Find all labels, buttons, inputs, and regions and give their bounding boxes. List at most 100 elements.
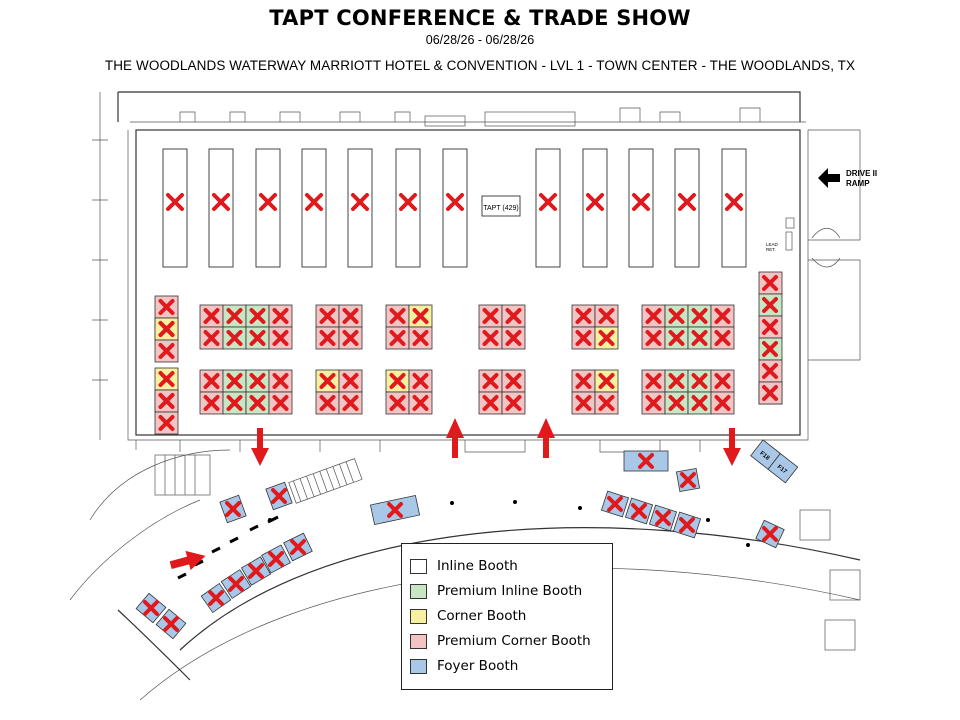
sold-x-icon: [598, 330, 615, 346]
sold-x-icon: [248, 563, 264, 579]
sold-x-icon: [226, 395, 243, 411]
sold-x-icon: [482, 395, 499, 411]
sold-x-icon: [290, 539, 306, 555]
sold-x-icon: [505, 395, 522, 411]
sold-x-icon: [762, 526, 778, 542]
sold-x-icon: [714, 395, 731, 411]
arrow-right-icon: [169, 550, 206, 571]
legend-item-corner: Corner Booth: [410, 606, 526, 626]
arrow-up-icon: [446, 418, 464, 458]
legend-label: Premium Corner Booth: [437, 633, 591, 649]
sold-x-icon: [203, 330, 220, 346]
sold-x-icon: [482, 330, 499, 346]
sold-x-icon: [203, 373, 220, 389]
sold-x-icon: [762, 275, 778, 291]
sold-x-icon: [691, 373, 708, 389]
sold-x-icon: [412, 308, 429, 324]
legend-swatch: [410, 558, 427, 574]
sold-x-icon: [389, 373, 406, 389]
sold-x-icon: [762, 297, 778, 313]
sold-x-icon: [645, 308, 662, 324]
sold-x-icon: [412, 395, 429, 411]
sold-x-icon: [645, 373, 662, 389]
sold-x-icon: [645, 330, 662, 346]
arrow-down-icon: [723, 428, 741, 466]
sold-x-icon: [389, 330, 406, 346]
foyer-walls: [69, 449, 861, 701]
sold-x-icon: [586, 193, 604, 211]
event-dates: 06/28/26 - 06/28/26: [425, 33, 535, 47]
sold-x-icon: [714, 308, 731, 324]
sold-x-icon: [226, 330, 243, 346]
sold-x-icon: [668, 330, 685, 346]
legend-swatch: [410, 608, 427, 624]
page-title: TAPT CONFERENCE & TRADE SHOW: [269, 6, 691, 30]
legend-item-premium-inline: Premium Inline Booth: [410, 581, 582, 601]
sold-x-icon: [225, 501, 241, 517]
sold-x-icon: [342, 373, 359, 389]
lead-retrieval-label-2: RET.: [766, 247, 776, 252]
sold-x-icon: [319, 373, 336, 389]
sold-x-icon: [598, 373, 615, 389]
booth-f17-label: F17: [776, 464, 788, 476]
sold-x-icon: [143, 600, 159, 616]
legend-swatch: [410, 633, 427, 649]
sold-x-icon: [319, 395, 336, 411]
sold-x-icon: [575, 395, 592, 411]
direction-arrows: [169, 418, 741, 571]
sold-x-icon: [249, 373, 266, 389]
sold-x-icon: [272, 373, 289, 389]
drive-ramp-label-2: RAMP: [846, 179, 870, 188]
sold-x-icon: [631, 503, 647, 519]
sold-x-icon: [351, 193, 369, 211]
booth-f18-label: F18: [758, 451, 770, 463]
sold-x-icon: [762, 319, 778, 335]
sold-x-icon: [575, 308, 592, 324]
sold-x-icon: [158, 343, 175, 359]
sold-x-icon: [203, 395, 220, 411]
sold-x-icon: [714, 373, 731, 389]
center-table-label: TAPT (429): [483, 205, 519, 212]
sold-x-icon: [158, 393, 175, 409]
drive-ramp-label-1: DRIVE II: [846, 169, 877, 178]
sold-x-icon: [714, 330, 731, 346]
sold-x-icon: [212, 193, 230, 211]
sold-x-icon: [249, 308, 266, 324]
sold-x-icon: [412, 373, 429, 389]
legend-swatch: [410, 583, 427, 599]
sold-x-icon: [655, 510, 671, 526]
legend: Inline Booth Premium Inline Booth Corner…: [401, 543, 613, 690]
sold-marks-group: [143, 193, 778, 632]
sold-x-icon: [505, 330, 522, 346]
sold-x-icon: [539, 193, 557, 211]
sold-x-icon: [272, 330, 289, 346]
sold-x-icon: [762, 341, 778, 357]
sold-x-icon: [228, 576, 244, 592]
sold-x-icon: [226, 308, 243, 324]
sold-x-icon: [389, 308, 406, 324]
foyer-booths-f17-f18: F18 F17: [750, 439, 799, 484]
sold-x-icon: [691, 308, 708, 324]
sold-x-icon: [678, 193, 696, 211]
sold-x-icon: [249, 395, 266, 411]
sold-x-icon: [668, 395, 685, 411]
sold-x-icon: [691, 395, 708, 411]
legend-swatch: [410, 658, 427, 674]
legend-label: Corner Booth: [437, 608, 527, 624]
legend-item-premium-corner: Premium Corner Booth: [410, 631, 591, 651]
sold-x-icon: [412, 330, 429, 346]
sold-x-icon: [249, 330, 266, 346]
sold-x-icon: [691, 330, 708, 346]
sold-x-icon: [271, 488, 287, 504]
sold-x-icon: [638, 453, 654, 469]
sold-x-icon: [203, 308, 220, 324]
sold-x-icon: [268, 551, 284, 567]
sold-x-icon: [762, 363, 778, 379]
sold-x-icon: [632, 193, 650, 211]
legend-label: Foyer Booth: [437, 658, 519, 674]
arrow-down-icon: [251, 428, 269, 466]
sold-x-icon: [272, 308, 289, 324]
sold-x-icon: [668, 308, 685, 324]
legend-item-inline: Inline Booth: [410, 556, 518, 576]
lead-retrieval-label-1: LEAD: [766, 242, 779, 247]
